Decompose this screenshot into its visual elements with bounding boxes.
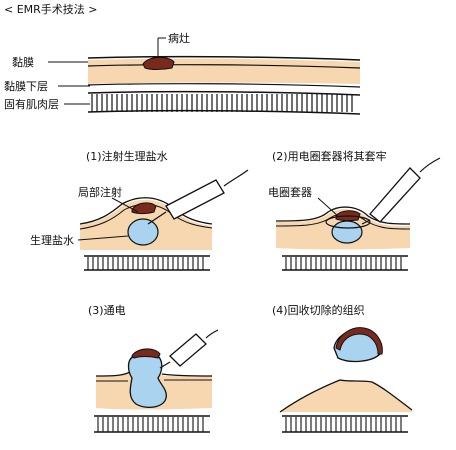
step-4-mucosa	[280, 380, 412, 412]
muscularis-label: 固有肌肉层	[4, 97, 59, 111]
lesion-shape	[142, 56, 175, 70]
step-4-caption: (4)回收切除的组织	[272, 303, 365, 317]
mucosa-label: 黏膜	[12, 55, 34, 69]
submucosa-line	[87, 83, 361, 88]
lesion-label: 病灶	[168, 31, 190, 45]
step-3-lesion	[131, 348, 161, 359]
step-3-snare-sheath	[159, 329, 219, 369]
step-1-panel: (1)注射生理盐水 局部注射 生理盐水	[30, 149, 249, 271]
step-1-lesion	[131, 202, 157, 214]
mucosa-inner-line	[87, 64, 361, 69]
mucosa-layer	[88, 58, 360, 84]
step-2-panel: (2)用电圈套器将其套牢 电圈套器	[268, 149, 441, 271]
saline-label: 生理盐水	[30, 233, 74, 247]
step-2-caption: (2)用电圈套器将其套牢	[272, 149, 387, 163]
anatomy-diagram: 病灶 黏膜 黏膜下层 固有肌肉层	[4, 31, 361, 115]
snare-label: 电圈套器	[268, 186, 312, 199]
local-injection-label: 局部注射	[78, 185, 122, 199]
step-1-caption: (1)注射生理盐水	[86, 149, 168, 163]
step-3-panel: (3)通电	[88, 304, 219, 433]
step-2-snare-loop	[325, 215, 371, 229]
step-1-surface	[79, 197, 213, 225]
step-2-snare-sheath	[361, 157, 441, 225]
step-4-panel: (4)回收切除的组织	[272, 303, 413, 433]
step-1-needle	[147, 169, 249, 225]
mucosa-surface-line	[87, 55, 361, 61]
muscle-layer	[87, 90, 361, 115]
step-3-caption: (3)通电	[88, 304, 126, 317]
step-4-specimen-lesion	[335, 327, 383, 355]
step-2-saline	[331, 220, 363, 244]
header-title: < EMR手术技法 >	[4, 2, 98, 16]
step-1-saline	[127, 218, 159, 246]
submucosa-label: 黏膜下层	[4, 79, 48, 93]
